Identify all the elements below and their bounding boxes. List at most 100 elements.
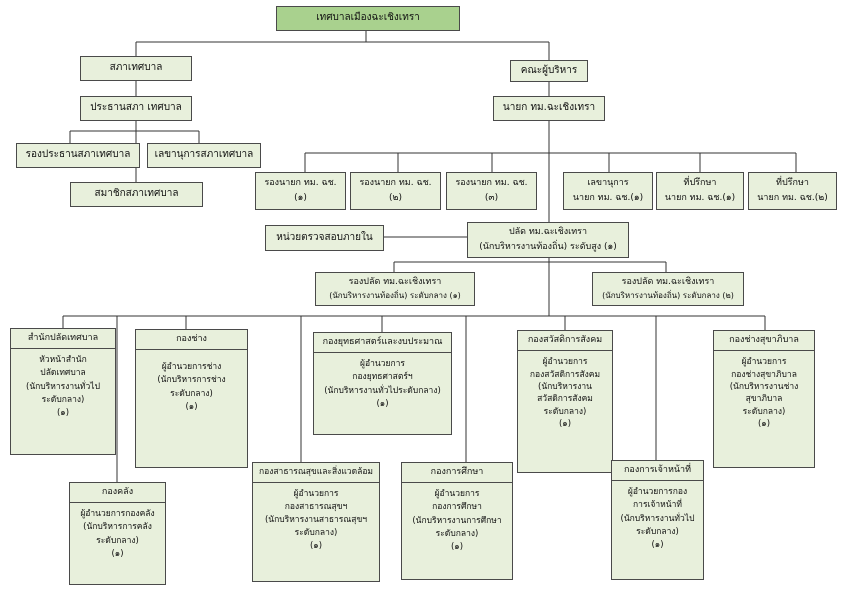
dept-line: (นักบริหารงานการศึกษา: [412, 515, 502, 526]
council-members-box: สมาชิกสภาเทศบาล: [70, 182, 203, 207]
council-secretary-box: เลขานุการสภาเทศบาล: [147, 143, 261, 168]
deputy-mayor-2-number: (๒): [389, 193, 402, 203]
dept-line: (นักบริหารงานทั่วไป: [26, 381, 100, 392]
deputy-mayor-2-box: รองนายก ทม. ฉช. (๒): [350, 172, 441, 210]
deputy-mayor-3-title: รองนายก ทม. ฉช.: [455, 177, 528, 188]
dept-line: ระดับกลาง): [435, 528, 479, 539]
dept-personnel: กองการเจ้าหน้าที่ ผู้อำนวยการกอง การเจ้า…: [611, 460, 704, 580]
mayor-secretary-title: เลขานุการ: [587, 177, 629, 188]
dept-personnel-title: กองการเจ้าหน้าที่: [612, 461, 703, 482]
advisor-1-subtitle: นายก ทม. ฉช.(๑): [664, 193, 736, 203]
deputy-mayor-1-title: รองนายก ทม. ฉช.: [264, 177, 337, 188]
dept-line: (๑): [309, 541, 323, 552]
dept-line: ระดับกลาง): [41, 394, 85, 405]
dept-line: ผู้อำนวยการ: [360, 359, 405, 370]
deputy-mayor-3-number: (๓): [484, 193, 499, 203]
dept-education-body: ผู้อำนวยการ กองการศึกษา (นักบริหารงานการ…: [402, 486, 512, 556]
dept-line: ผู้อำนวยการ: [741, 357, 787, 368]
dept-line: (๑): [376, 398, 389, 409]
executive-box: คณะผู้บริหาร: [510, 60, 588, 82]
dept-line: ระดับกลาง): [96, 535, 139, 546]
mayor-secretary-box: เลขานุการ นายก ทม. ฉช.(๑): [563, 172, 653, 210]
dept-public-health: กองสาธารณสุขและสิ่งแวดล้อม ผู้อำนวยการ ก…: [252, 462, 380, 582]
dept-social-welfare: กองสวัสดิการสังคม ผู้อำนวยการ กองสวัสดิก…: [517, 330, 613, 473]
dept-sanitation-engineering-body: ผู้อำนวยการ กองช่างสุขาภิบาล (นักบริหารง…: [714, 354, 814, 432]
deputy-mayor-2-title: รองนายก ทม. ฉช.: [359, 177, 432, 188]
dept-line: กองสวัสดิการสังคม: [529, 369, 601, 380]
dept-line: (๑): [56, 407, 70, 418]
deputy-clerk-2-box: รองปลัด ทม.ฉะเชิงเทรา (นักบริหารงานท้องถ…: [592, 272, 744, 306]
dept-finance: กองคลัง ผู้อำนวยการกองคลัง (นักบริหารการ…: [69, 482, 166, 585]
dept-line: ผู้อำนวยการ: [434, 489, 480, 500]
dept-line: ระดับกลาง): [294, 528, 338, 539]
dept-line: กองการศึกษา: [432, 502, 482, 513]
advisor-2-title: ที่ปรึกษา: [776, 177, 809, 188]
dept-office-of-clerk-body: หัวหน้าสำนัก ปลัดเทศบาล (นักบริหารงานทั่…: [11, 352, 115, 422]
dept-line: กองสาธารณสุขฯ: [284, 501, 348, 512]
dept-public-health-body: ผู้อำนวยการ กองสาธารณสุขฯ (นักบริหารงานส…: [253, 486, 379, 556]
dept-line: (๑): [558, 418, 572, 429]
dept-line: สวัสดิการสังคม: [537, 394, 593, 405]
dept-line: สุขาภิบาล: [745, 394, 783, 405]
deputy-clerk-1-box: รองปลัด ทม.ฉะเชิงเทรา (นักบริหารงานท้องถ…: [315, 272, 475, 306]
deputy-mayor-3-box: รองนายก ทม. ฉช. (๓): [446, 172, 537, 210]
dept-personnel-body: ผู้อำนวยการกอง การเจ้าหน้าที่ (นักบริหาร…: [612, 484, 703, 554]
dept-line: ระดับกลาง): [543, 406, 587, 417]
dept-finance-title: กองคลัง: [70, 483, 165, 504]
mayor-box: นายก ทม.ฉะเชิงเทรา: [493, 96, 605, 121]
deputy-mayor-1-number: (๑): [294, 193, 307, 203]
dept-sanitation-engineering: กองช่างสุขาภิบาล ผู้อำนวยการ กองช่างสุขา…: [713, 330, 815, 468]
council-vice-chair-box: รองประธานสภาเทศบาล: [16, 143, 140, 168]
dept-strategy-budget-title: กองยุทธศาสตร์และงบประมาณ: [314, 333, 451, 354]
advisor-2-subtitle: นายก ทม. ฉช.(๒): [757, 193, 828, 203]
dept-line: ปลัดเทศบาล: [40, 368, 86, 379]
dept-office-of-clerk-title: สำนักปลัดเทศบาล: [11, 329, 115, 350]
dept-line: (๑): [651, 539, 664, 550]
dept-line: ระดับกลาง): [170, 388, 213, 399]
dept-line: ผู้อำนวยการ: [542, 357, 588, 368]
council-box: สภาเทศบาล: [80, 56, 192, 81]
dept-office-of-clerk: สำนักปลัดเทศบาล หัวหน้าสำนัก ปลัดเทศบาล …: [10, 328, 116, 455]
dept-education-title: กองการศึกษา: [402, 463, 512, 484]
dept-line: (นักบริหารงานทั่วไประดับกลาง): [324, 385, 441, 396]
municipal-clerk-box: ปลัด ทม.ฉะเชิงเทรา (นักบริหารงานท้องถิ่น…: [467, 222, 629, 258]
dept-line: (นักบริหารการคลัง: [83, 522, 152, 533]
dept-engineering-body: ผู้อำนวยการช่าง (นักบริหารการช่าง ระดับก…: [136, 353, 247, 416]
dept-engineering-title: กองช่าง: [136, 330, 247, 351]
dept-line: กองช่างสุขาภิบาล: [731, 369, 797, 380]
dept-line: หัวหน้าสำนัก: [39, 355, 87, 366]
dept-social-welfare-body: ผู้อำนวยการ กองสวัสดิการสังคม (นักบริหาร…: [518, 354, 612, 432]
dept-strategy-budget-body: ผู้อำนวยการ กองยุทธศาสตร์ฯ (นักบริหารงาน…: [314, 356, 451, 413]
dept-line: กองยุทธศาสตร์ฯ: [352, 372, 413, 383]
dept-strategy-budget: กองยุทธศาสตร์และงบประมาณ ผู้อำนวยการ กอง…: [313, 332, 452, 435]
dept-line: (๑): [757, 418, 771, 429]
dept-sanitation-engineering-title: กองช่างสุขาภิบาล: [714, 331, 814, 352]
dept-line: (๑): [111, 548, 124, 559]
dept-line: ผู้อำนวยการช่าง: [161, 362, 222, 373]
deputy-clerk-2-subtitle: (นักบริหารงานท้องถิ่น) ระดับกลาง (๒): [602, 291, 734, 301]
dept-line: ระดับกลาง): [742, 406, 786, 417]
mayor-secretary-subtitle: นายก ทม. ฉช.(๑): [572, 193, 644, 203]
council-chair-box: ประธานสภา เทศบาล: [80, 96, 192, 121]
dept-line: ผู้อำนวยการกองคลัง: [80, 509, 155, 520]
deputy-clerk-2-title: รองปลัด ทม.ฉะเชิงเทรา: [621, 276, 715, 287]
deputy-mayor-1-box: รองนายก ทม. ฉช. (๑): [255, 172, 346, 210]
advisor-2-box: ที่ปรึกษา นายก ทม. ฉช.(๒): [748, 172, 837, 210]
dept-line: ระดับกลาง): [636, 526, 679, 537]
deputy-clerk-1-title: รองปลัด ทม.ฉะเชิงเทรา: [348, 276, 442, 287]
dept-line: (นักบริหารการช่าง: [157, 375, 226, 386]
dept-finance-body: ผู้อำนวยการกองคลัง (นักบริหารการคลัง ระด…: [70, 506, 165, 563]
dept-line: การเจ้าหน้าที่: [633, 500, 682, 511]
dept-line: ผู้อำนวยการ: [293, 488, 339, 499]
internal-audit-box: หน่วยตรวจสอบภายใน: [265, 225, 384, 251]
dept-line: (นักบริหารงานทั่วไป: [620, 513, 695, 524]
dept-line: ผู้อำนวยการกอง: [627, 487, 688, 498]
dept-line: (นักบริหารงาน: [538, 381, 592, 392]
dept-line: (นักบริหารงานสาธารณสุขฯ: [264, 514, 368, 525]
dept-line: (๑): [185, 401, 198, 412]
advisor-1-box: ที่ปรึกษา นายก ทม. ฉช.(๑): [656, 172, 744, 210]
advisor-1-title: ที่ปรึกษา: [683, 177, 717, 188]
deputy-clerk-1-subtitle: (นักบริหารงานท้องถิ่น) ระดับกลาง (๑): [329, 291, 461, 301]
org-root: เทศบาลเมืองฉะเชิงเทรา: [276, 6, 460, 31]
